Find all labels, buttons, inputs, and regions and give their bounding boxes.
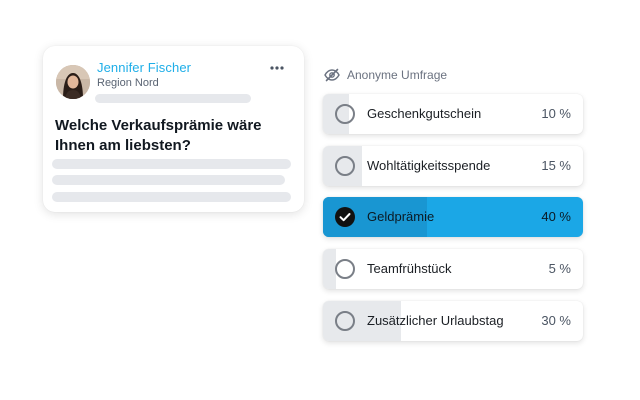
poll-option-label: Geschenkgutschein	[367, 106, 482, 121]
poll-header-label: Anonyme Umfrage	[347, 68, 448, 82]
poll-option-wohltaetigkeitsspende[interactable]: Wohltätigkeitsspende 15 %	[323, 146, 583, 186]
avatar-image	[56, 65, 90, 99]
poll-header: Anonyme Umfrage	[324, 66, 447, 84]
poll-option-teamfruehstueck[interactable]: Teamfrühstück 5 %	[323, 249, 583, 289]
poll-option-percent: 5 %	[548, 261, 571, 276]
poll-option-percent: 15 %	[541, 158, 571, 173]
poll-option-fill	[323, 249, 336, 289]
author-region: Region Nord	[97, 77, 159, 89]
author-name[interactable]: Jennifer Fischer	[97, 60, 192, 75]
post-card: Jennifer Fischer Region Nord Welche Verk…	[43, 46, 304, 212]
radio-unchecked-icon[interactable]	[335, 311, 355, 331]
poll-option-label: Geldprämie	[367, 209, 435, 224]
skeleton-line	[52, 159, 291, 169]
poll-option-percent: 40 %	[541, 209, 571, 224]
poll-option-geldpraemie[interactable]: Geldprämie 40 %	[323, 197, 583, 237]
radio-unchecked-icon[interactable]	[335, 259, 355, 279]
post-question: Welche Verkaufsprämie wäre Ihnen am lieb…	[55, 117, 262, 154]
poll-option-percent: 10 %	[541, 106, 571, 121]
eye-off-icon	[324, 68, 340, 82]
skeleton-line	[52, 175, 285, 185]
radio-unchecked-icon[interactable]	[335, 104, 355, 124]
poll-option-label: Teamfrühstück	[367, 261, 452, 276]
poll-option-percent: 30 %	[541, 313, 571, 328]
radio-checked-icon[interactable]	[335, 207, 355, 227]
poll-option-label: Zusätzlicher Urlaubstag	[367, 313, 504, 328]
radio-unchecked-icon[interactable]	[335, 156, 355, 176]
poll-option-geschenkgutschein[interactable]: Geschenkgutschein 10 %	[323, 94, 583, 134]
skeleton-line	[95, 94, 251, 103]
poll-option-label: Wohltätigkeitsspende	[367, 158, 491, 173]
check-icon	[339, 213, 351, 222]
more-horizontal-icon[interactable]	[269, 63, 285, 73]
avatar[interactable]	[56, 65, 90, 99]
poll-option-zusaetzlicher-urlaubstag[interactable]: Zusätzlicher Urlaubstag 30 %	[323, 301, 583, 341]
skeleton-line	[52, 192, 291, 202]
